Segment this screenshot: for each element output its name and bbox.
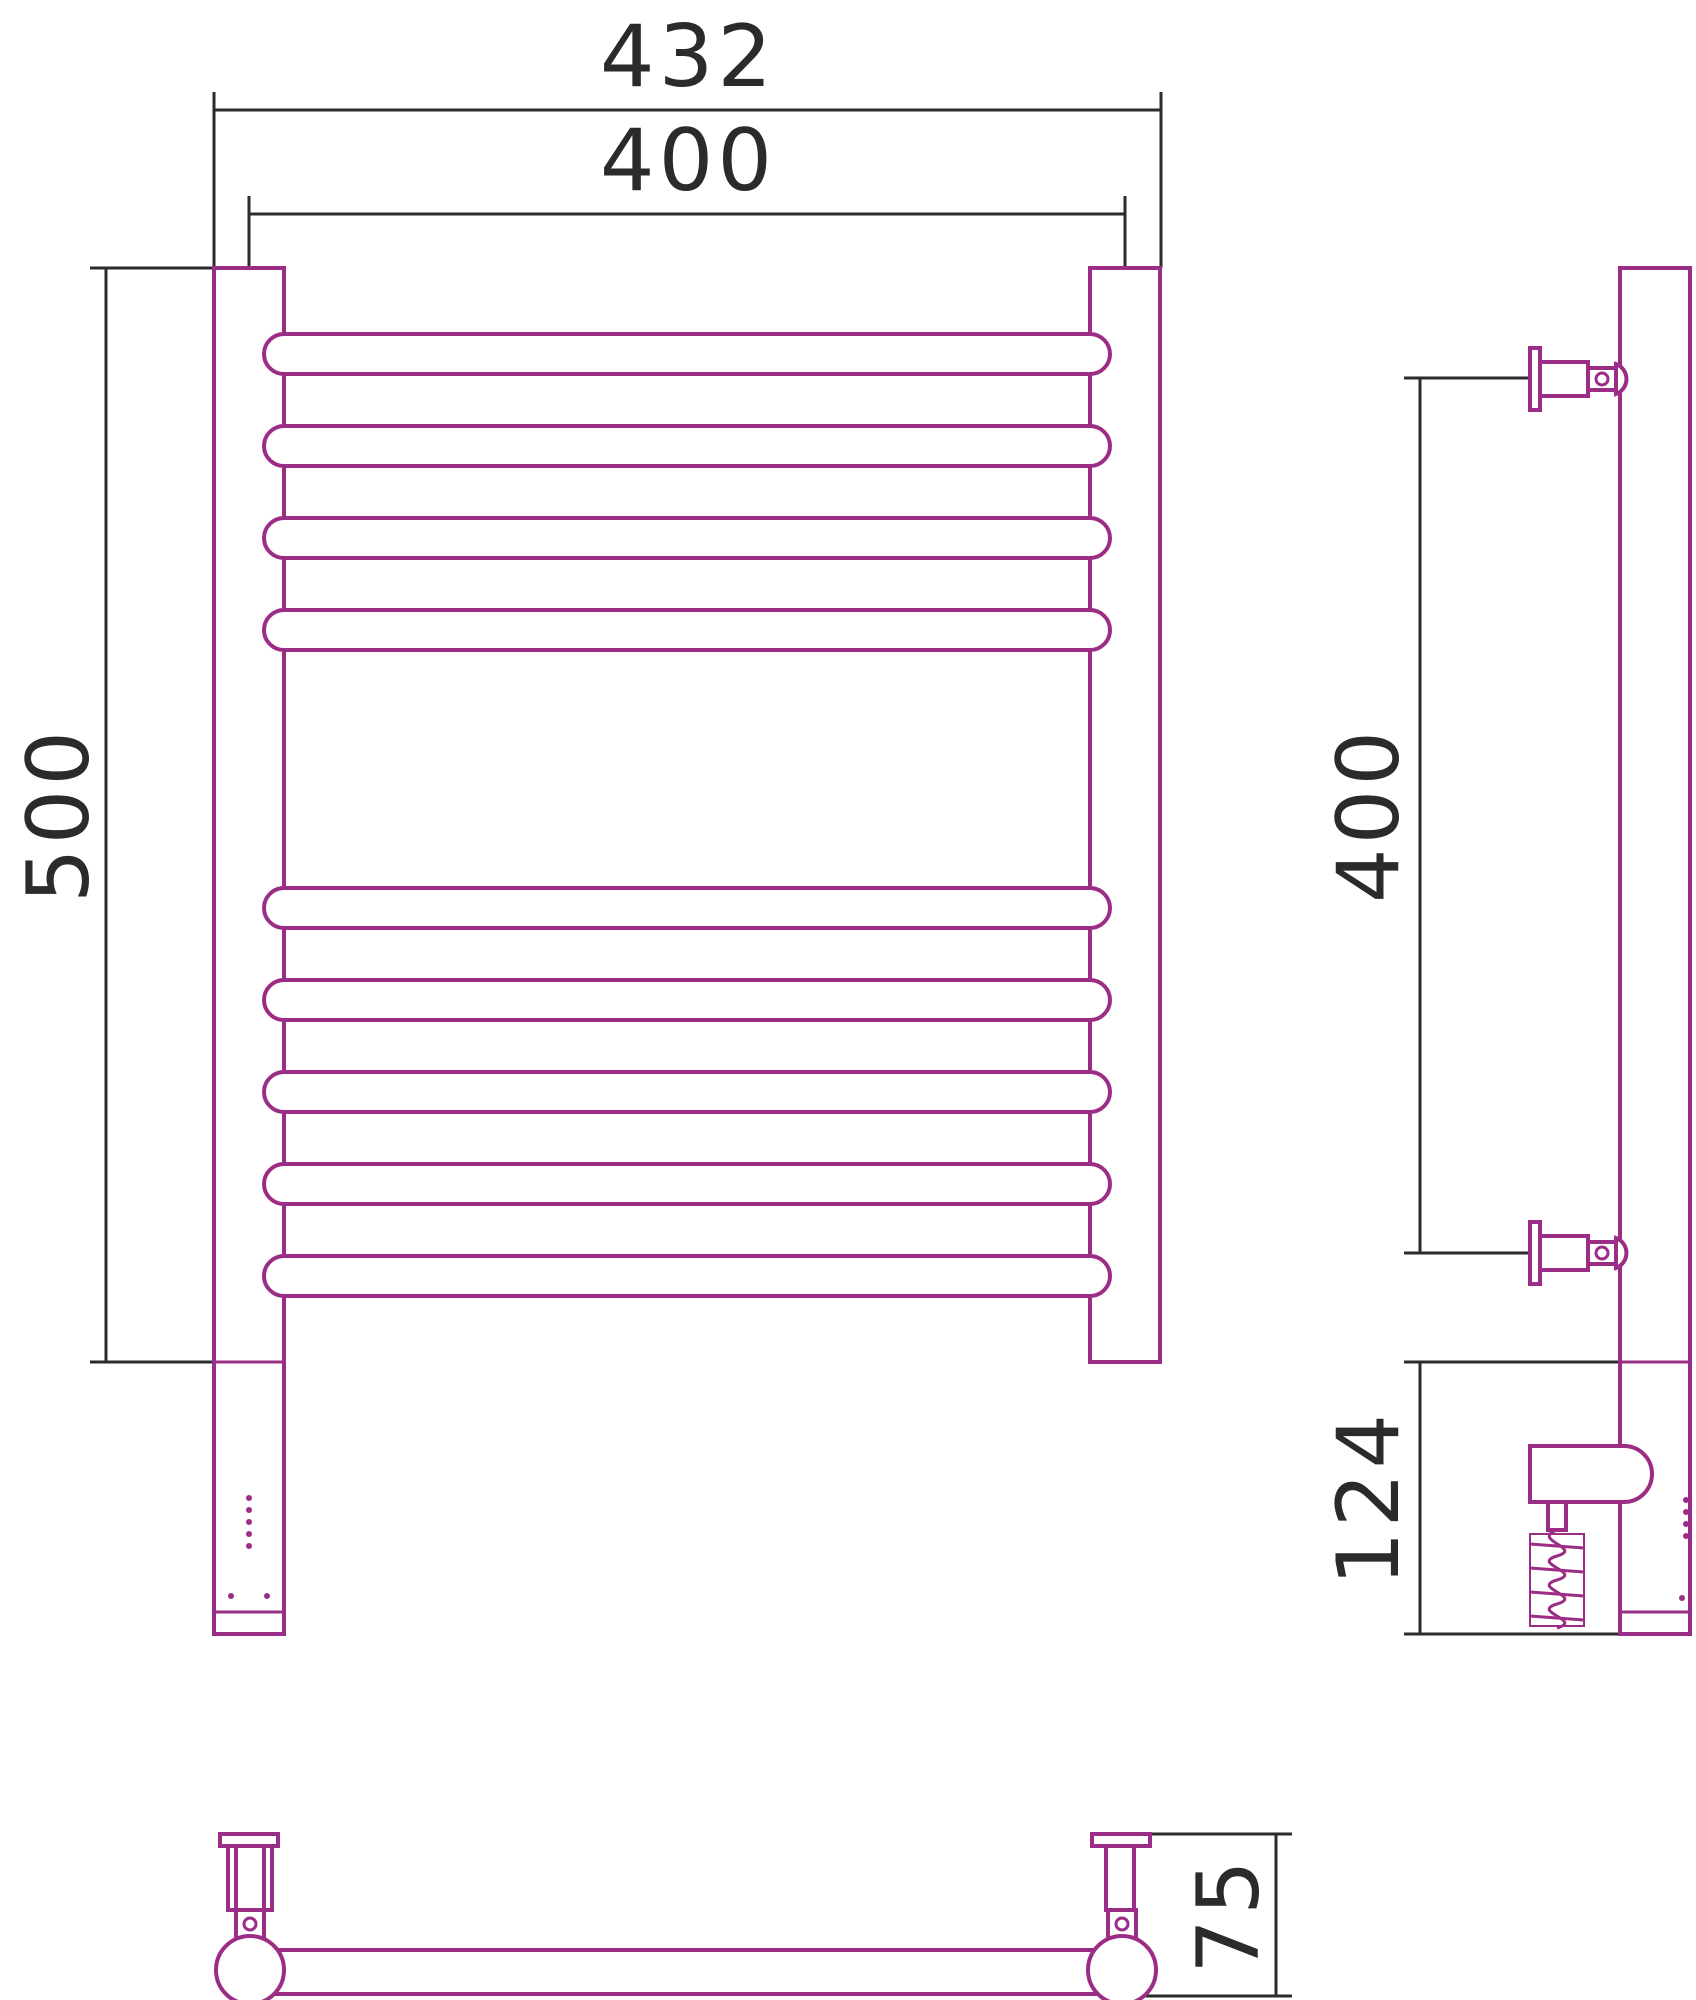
left-collector	[212, 266, 286, 1636]
wall-depth-label: 75	[1179, 1856, 1279, 1973]
heater-unit	[1528, 1444, 1654, 1630]
rail-width-label: 400	[600, 111, 776, 211]
heater-height-label: 124	[1319, 1410, 1419, 1586]
dimension-overall-height: 500	[9, 266, 214, 1364]
overall-width-label: 432	[600, 7, 776, 107]
rail-8	[262, 1162, 1112, 1206]
dimension-mount-spacing: 400	[1319, 376, 1540, 1255]
overall-height-label: 500	[9, 727, 109, 903]
front-view: 432 400 500	[9, 7, 1163, 1636]
top-rail	[248, 1948, 1128, 1996]
dimension-heater-height: 124	[1319, 1360, 1620, 1636]
side-indicator-dots	[1679, 1497, 1689, 1601]
top-right-mount	[1086, 1832, 1158, 2000]
heater-indicator-dots	[228, 1495, 270, 1599]
side-view: 400 124	[1319, 266, 1692, 1636]
rail-3	[262, 516, 1112, 560]
power-cable-coil	[1529, 1528, 1585, 1630]
side-collector	[1618, 266, 1692, 1636]
rail-1	[262, 332, 1112, 376]
dimension-rail-width: 400	[247, 111, 1127, 268]
top-left-mount	[214, 1832, 286, 2000]
dimension-wall-depth: 75	[1130, 1832, 1292, 1998]
top-view: 75	[214, 1832, 1292, 2000]
rail-9	[262, 1254, 1112, 1298]
rail-7	[262, 1070, 1112, 1114]
mount-spacing-label: 400	[1319, 727, 1419, 903]
rail-5	[262, 886, 1112, 930]
heating-rails	[262, 332, 1112, 1298]
rail-2	[262, 424, 1112, 468]
rail-6	[262, 978, 1112, 1022]
rail-4	[262, 608, 1112, 652]
dimension-overall-width: 432	[212, 7, 1163, 268]
lower-wall-mount	[1528, 1220, 1629, 1286]
upper-wall-mount	[1528, 346, 1629, 412]
